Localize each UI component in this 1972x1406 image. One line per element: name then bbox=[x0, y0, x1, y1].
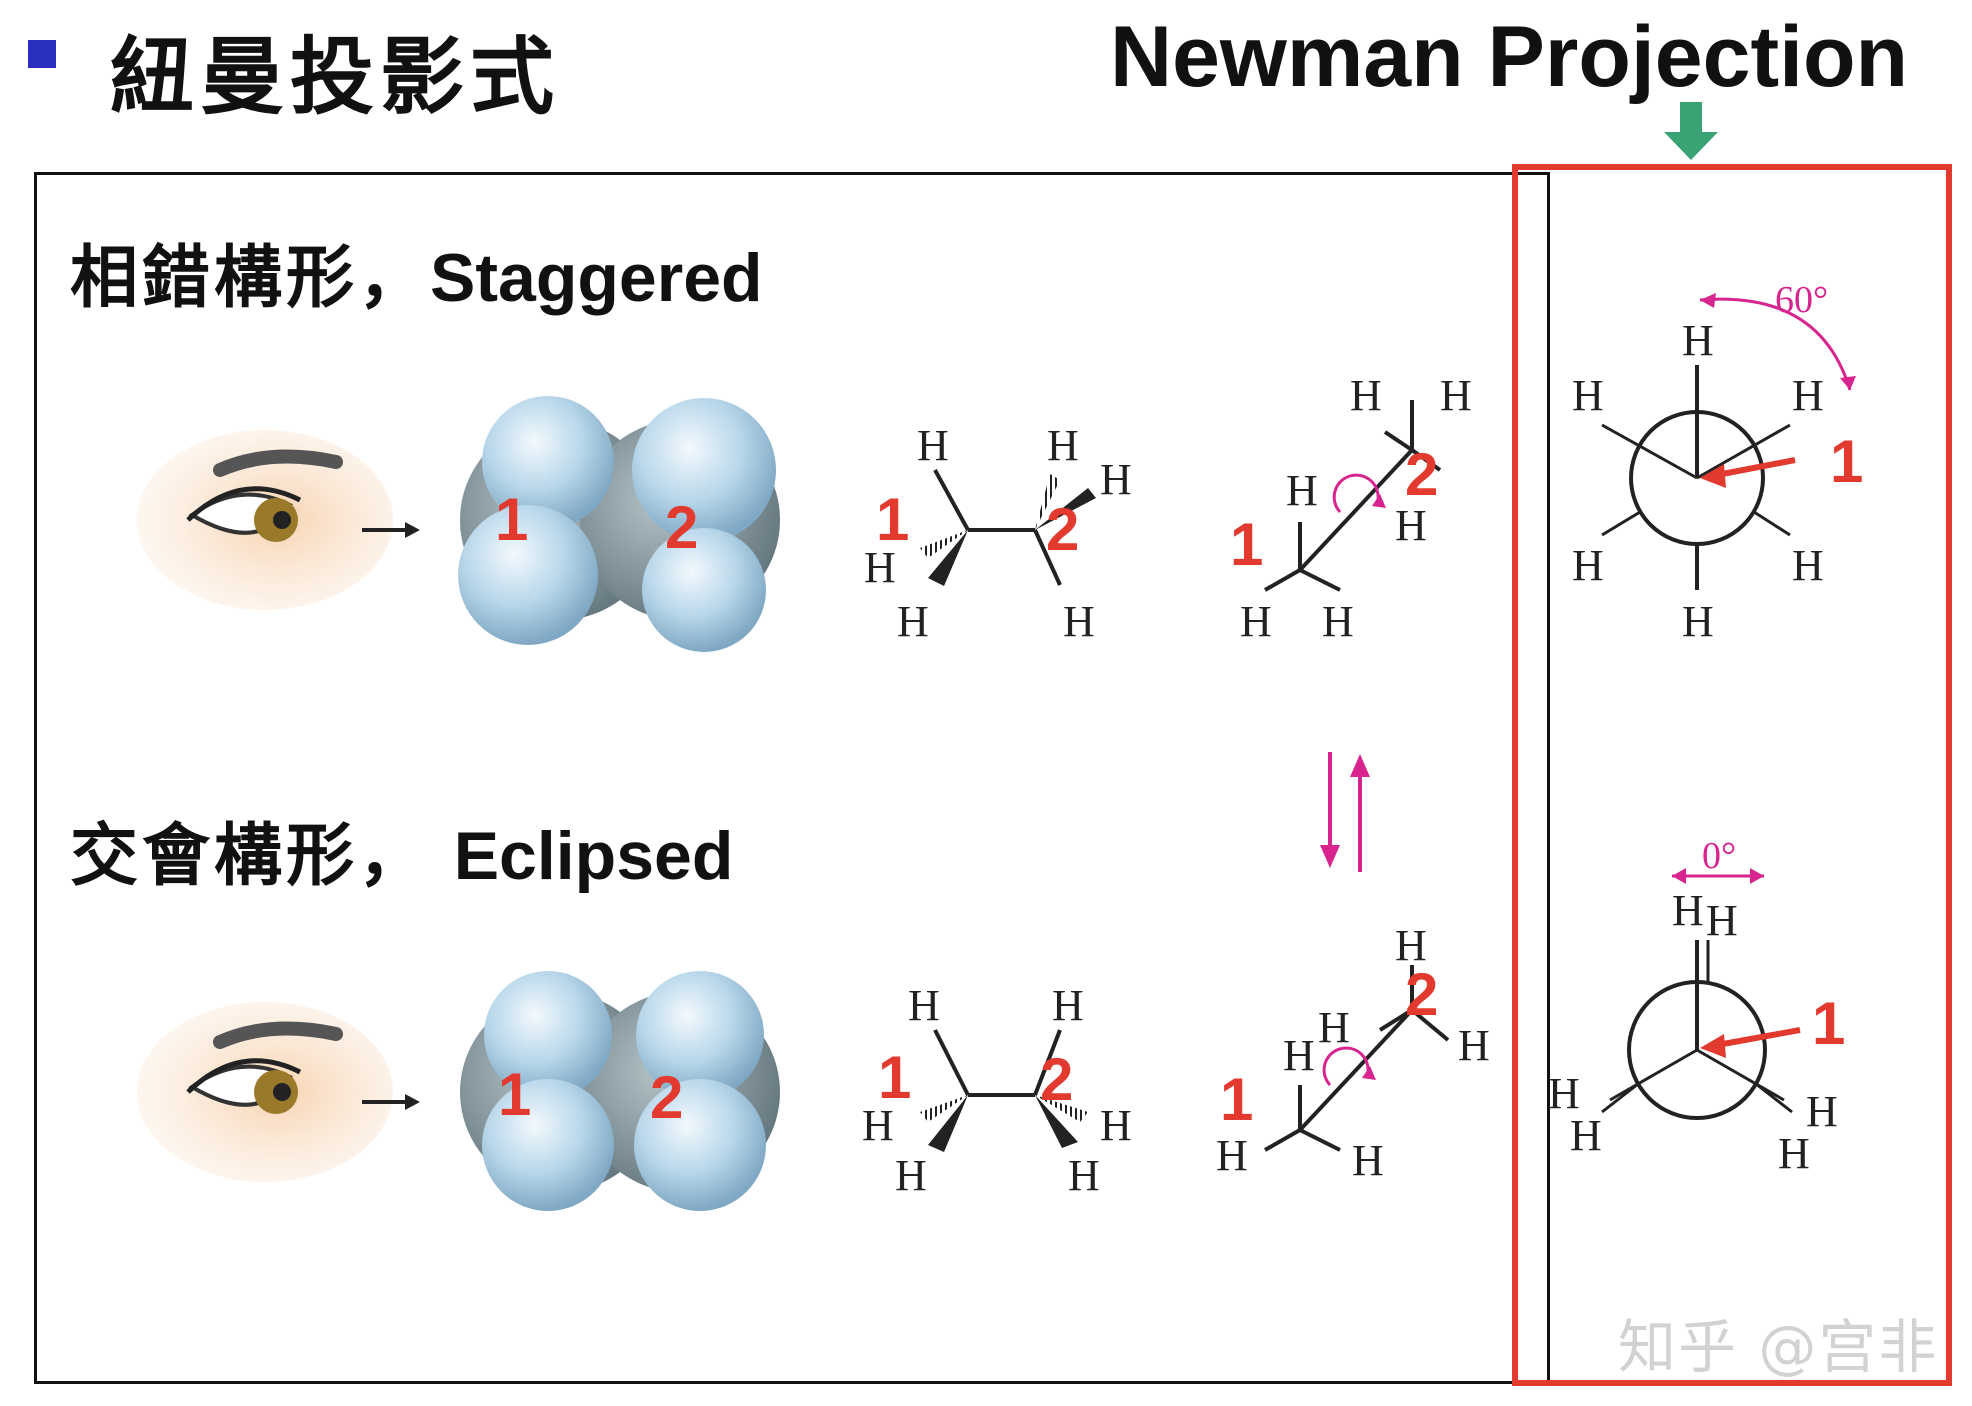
h-label: H bbox=[1352, 1136, 1384, 1185]
carbon-1-label: 1 bbox=[498, 1061, 531, 1128]
h-label: H bbox=[1240, 597, 1272, 646]
arrow-down-icon bbox=[1664, 102, 1718, 160]
carbon-1-label: 1 bbox=[495, 486, 528, 553]
h-label: H bbox=[1706, 896, 1738, 945]
page-title-chinese: 紐曼投影式 bbox=[110, 27, 561, 126]
h-label: H bbox=[1395, 501, 1427, 550]
carbon-2-label: 2 bbox=[665, 494, 698, 561]
h-label: H bbox=[1052, 981, 1084, 1030]
h-label: H bbox=[1570, 1111, 1602, 1160]
angle-60-label: 60° bbox=[1775, 279, 1828, 321]
h-label: H bbox=[1792, 541, 1824, 590]
h-label: H bbox=[1068, 1151, 1100, 1200]
spacefill-model-eclipsed: 1 2 bbox=[460, 971, 780, 1211]
watermark: 知乎 @宫非 bbox=[1618, 1313, 1939, 1381]
h-label: H bbox=[908, 981, 940, 1030]
newman-highlight-box bbox=[1512, 164, 1952, 1386]
h-label: H bbox=[1792, 371, 1824, 420]
h-label: H bbox=[1572, 371, 1604, 420]
carbon-1-label: 1 bbox=[878, 1044, 911, 1111]
h-label: H bbox=[1572, 541, 1604, 590]
page-title-english: Newman Projection bbox=[1110, 9, 1909, 105]
h-label: H bbox=[1806, 1087, 1838, 1136]
h-label: H bbox=[1395, 921, 1427, 970]
carbon-1-label: 1 bbox=[1812, 990, 1845, 1057]
spacefill-model-staggered: 1 2 bbox=[458, 396, 780, 652]
h-label: H bbox=[897, 597, 929, 646]
h-label: H bbox=[1682, 597, 1714, 646]
sawhorse-eclipsed: H H H H H H 1 2 bbox=[1216, 921, 1490, 1185]
h-label: H bbox=[1286, 466, 1318, 515]
bullet-square bbox=[28, 40, 56, 68]
eye-icon bbox=[137, 1002, 393, 1182]
wedge-dash-staggered: H H H H H H 1 2 bbox=[864, 421, 1132, 646]
carbon-2-label: 2 bbox=[1405, 961, 1438, 1028]
carbon-1-label: 1 bbox=[1230, 511, 1263, 578]
h-label: H bbox=[1100, 1101, 1132, 1150]
h-label: H bbox=[1682, 316, 1714, 365]
newman-staggered: 60° H H H H H H 1 bbox=[1572, 279, 1863, 646]
h-label: H bbox=[1672, 886, 1704, 935]
eclipsed-label-en: Eclipsed bbox=[453, 818, 734, 894]
staggered-heading: 相錯構形，Staggered bbox=[70, 222, 763, 321]
carbon-1-label: 1 bbox=[1220, 1066, 1253, 1133]
h-label: H bbox=[1283, 1031, 1315, 1080]
h-label: H bbox=[1318, 1003, 1350, 1052]
carbon-1-label: 1 bbox=[1830, 428, 1863, 495]
h-label: H bbox=[862, 1101, 894, 1150]
h-label: H bbox=[1063, 597, 1095, 646]
angle-0-label: 0° bbox=[1702, 835, 1736, 877]
view-arrow-staggered bbox=[362, 522, 420, 538]
h-label: H bbox=[1100, 455, 1132, 504]
h-label: H bbox=[1216, 1131, 1248, 1180]
h-label: H bbox=[864, 543, 896, 592]
h-label: H bbox=[1778, 1129, 1810, 1178]
sawhorse-staggered: H H H H H H 1 2 bbox=[1230, 371, 1472, 646]
h-label: H bbox=[895, 1151, 927, 1200]
h-label: H bbox=[1440, 371, 1472, 420]
staggered-label-zh: 相錯構形， bbox=[70, 238, 431, 318]
view-arrow-eclipsed bbox=[362, 1094, 420, 1110]
wedge-dash-eclipsed: H H H H H H 1 2 bbox=[862, 981, 1132, 1200]
carbon-1-label: 1 bbox=[876, 486, 909, 553]
h-label: H bbox=[1548, 1069, 1580, 1118]
h-label: H bbox=[917, 421, 949, 470]
carbon-2-label: 2 bbox=[1040, 1046, 1073, 1113]
h-label: H bbox=[1458, 1021, 1490, 1070]
carbon-2-label: 2 bbox=[1046, 496, 1079, 563]
eclipsed-heading: 交會構形， Eclipsed bbox=[70, 800, 733, 899]
carbon-2-label: 2 bbox=[650, 1064, 683, 1131]
h-label: H bbox=[1047, 421, 1079, 470]
newman-eclipsed: 0° H H H H H H 1 bbox=[1548, 835, 1845, 1178]
content-frame bbox=[34, 172, 1550, 1384]
eye-icon bbox=[137, 430, 393, 610]
equilibrium-arrows-icon bbox=[1320, 752, 1370, 872]
h-label: H bbox=[1350, 371, 1382, 420]
carbon-2-label: 2 bbox=[1405, 441, 1438, 508]
h-label: H bbox=[1322, 597, 1354, 646]
eclipsed-label-zh: 交會構形， bbox=[70, 816, 431, 896]
staggered-label-en: Staggered bbox=[430, 240, 763, 316]
